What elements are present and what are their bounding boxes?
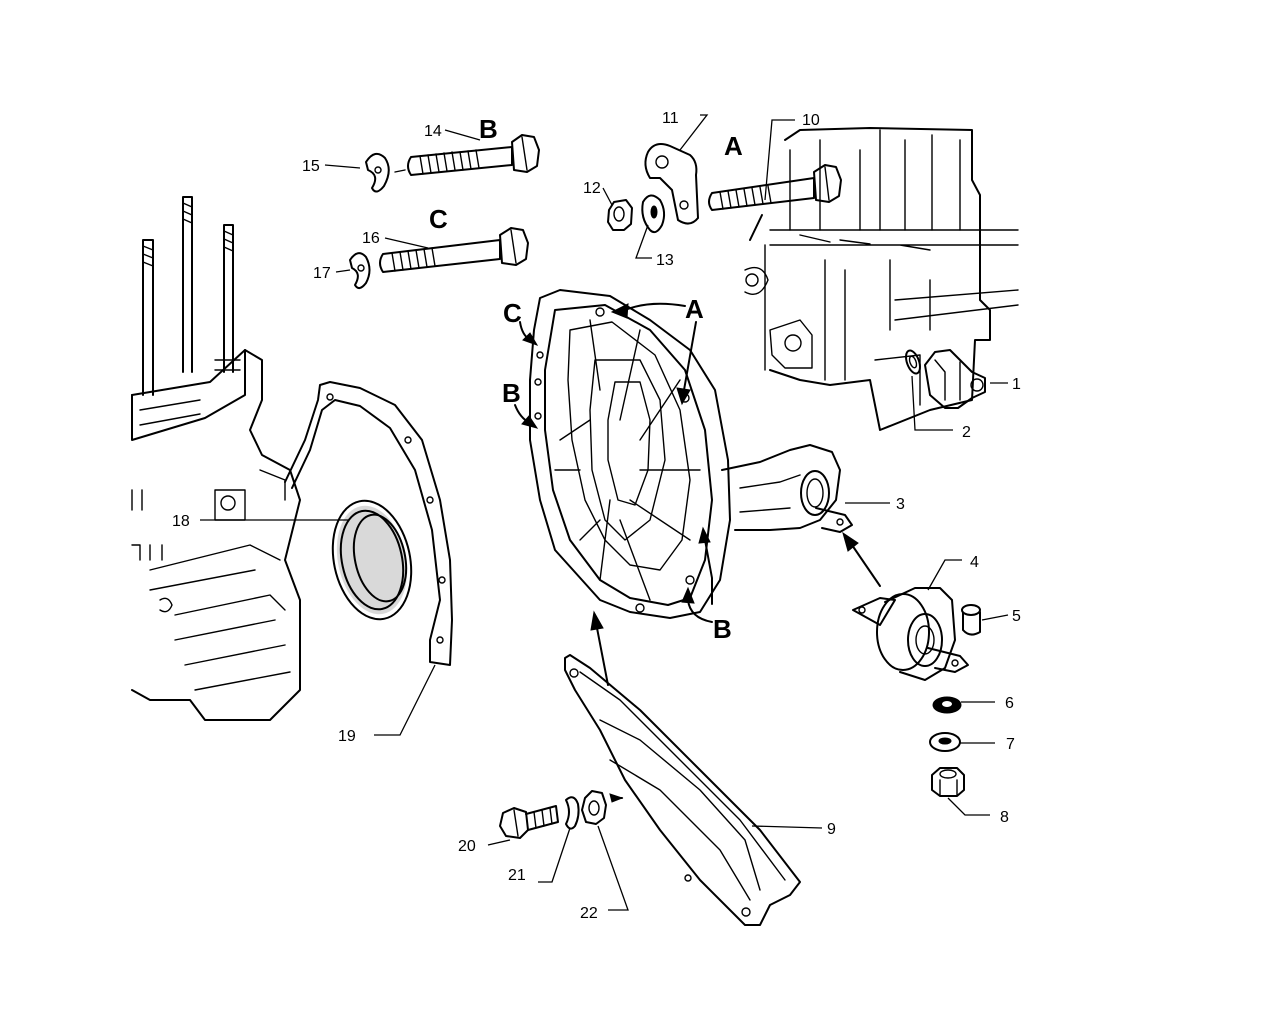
callout-16: 16 [362, 230, 380, 247]
oil-seal-18 [331, 499, 413, 621]
bolt-20 [499, 805, 559, 839]
arrow-c-housing [519, 321, 539, 346]
washer-7 [929, 732, 961, 752]
callout-5: 5 [1012, 608, 1021, 625]
rubber-mount-4 [852, 587, 969, 681]
washer-21 [565, 796, 580, 830]
nut-8 [931, 767, 965, 797]
arrow-a-down [676, 321, 697, 406]
engine-block [131, 196, 301, 721]
washer-6 [932, 696, 962, 714]
callout-7: 7 [1006, 736, 1015, 753]
callout-3: 3 [896, 496, 905, 513]
arrow-a-to-housing [610, 302, 686, 319]
callout-2: 2 [962, 424, 971, 441]
bolt-10 [708, 164, 842, 211]
sensor-1 [924, 349, 986, 409]
nut-12 [607, 199, 633, 231]
bell-housing [529, 289, 853, 619]
nut-22 [581, 790, 607, 825]
cover-plate-9 [564, 654, 801, 926]
washer-2 [905, 349, 921, 375]
callout-19: 19 [338, 728, 356, 745]
callout-8: 8 [1000, 809, 1009, 826]
callout-12: 12 [583, 180, 601, 197]
callout-15: 15 [302, 158, 320, 175]
callout-20: 20 [458, 838, 476, 855]
callout-13: 13 [656, 252, 674, 269]
callout-17: 17 [313, 265, 331, 282]
callout-14: 14 [424, 123, 442, 140]
callout-22: 22 [580, 905, 598, 922]
bolt-14 [407, 134, 540, 176]
callout-11: 11 [662, 110, 679, 127]
letter-b-bolt: B [479, 114, 498, 144]
callout-6: 6 [1005, 695, 1014, 712]
leader-lines [200, 114, 1009, 911]
letter-c-housing: C [503, 298, 522, 328]
engine-block-right [744, 127, 1019, 431]
callout-21: 21 [508, 867, 526, 884]
arrow-bolt-to-plate [609, 793, 624, 803]
callout-10: 10 [802, 112, 820, 129]
washer-13 [641, 194, 666, 234]
callout-4: 4 [970, 554, 979, 571]
callout-1: 1 [1012, 376, 1021, 393]
bracket-11 [644, 143, 699, 225]
letter-a-bolt: A [724, 131, 743, 161]
letter-c-bolt: C [429, 204, 448, 234]
arrow-plate-to-housing [590, 610, 609, 686]
letter-b-housing-upper: B [502, 378, 521, 408]
gasket-19 [284, 381, 453, 666]
arrow-b-housing-lower [681, 526, 713, 623]
arrow-10-down [749, 214, 763, 241]
callout-9: 9 [827, 821, 836, 838]
spacer-5 [961, 604, 981, 636]
washer-15 [365, 152, 406, 193]
arrow-b-housing-upper [514, 404, 539, 429]
reference-letters: A B C A C B B [429, 114, 743, 644]
callout-18: 18 [172, 513, 190, 530]
bolt-16 [379, 227, 529, 273]
callouts: 1 2 3 4 5 6 7 8 9 10 11 12 13 14 15 16 1… [172, 110, 1021, 922]
letter-a-housing: A [685, 294, 704, 324]
letter-b-housing-lower: B [713, 614, 732, 644]
arrow-mount-to-3 [842, 531, 881, 587]
washer-17 [349, 252, 371, 289]
